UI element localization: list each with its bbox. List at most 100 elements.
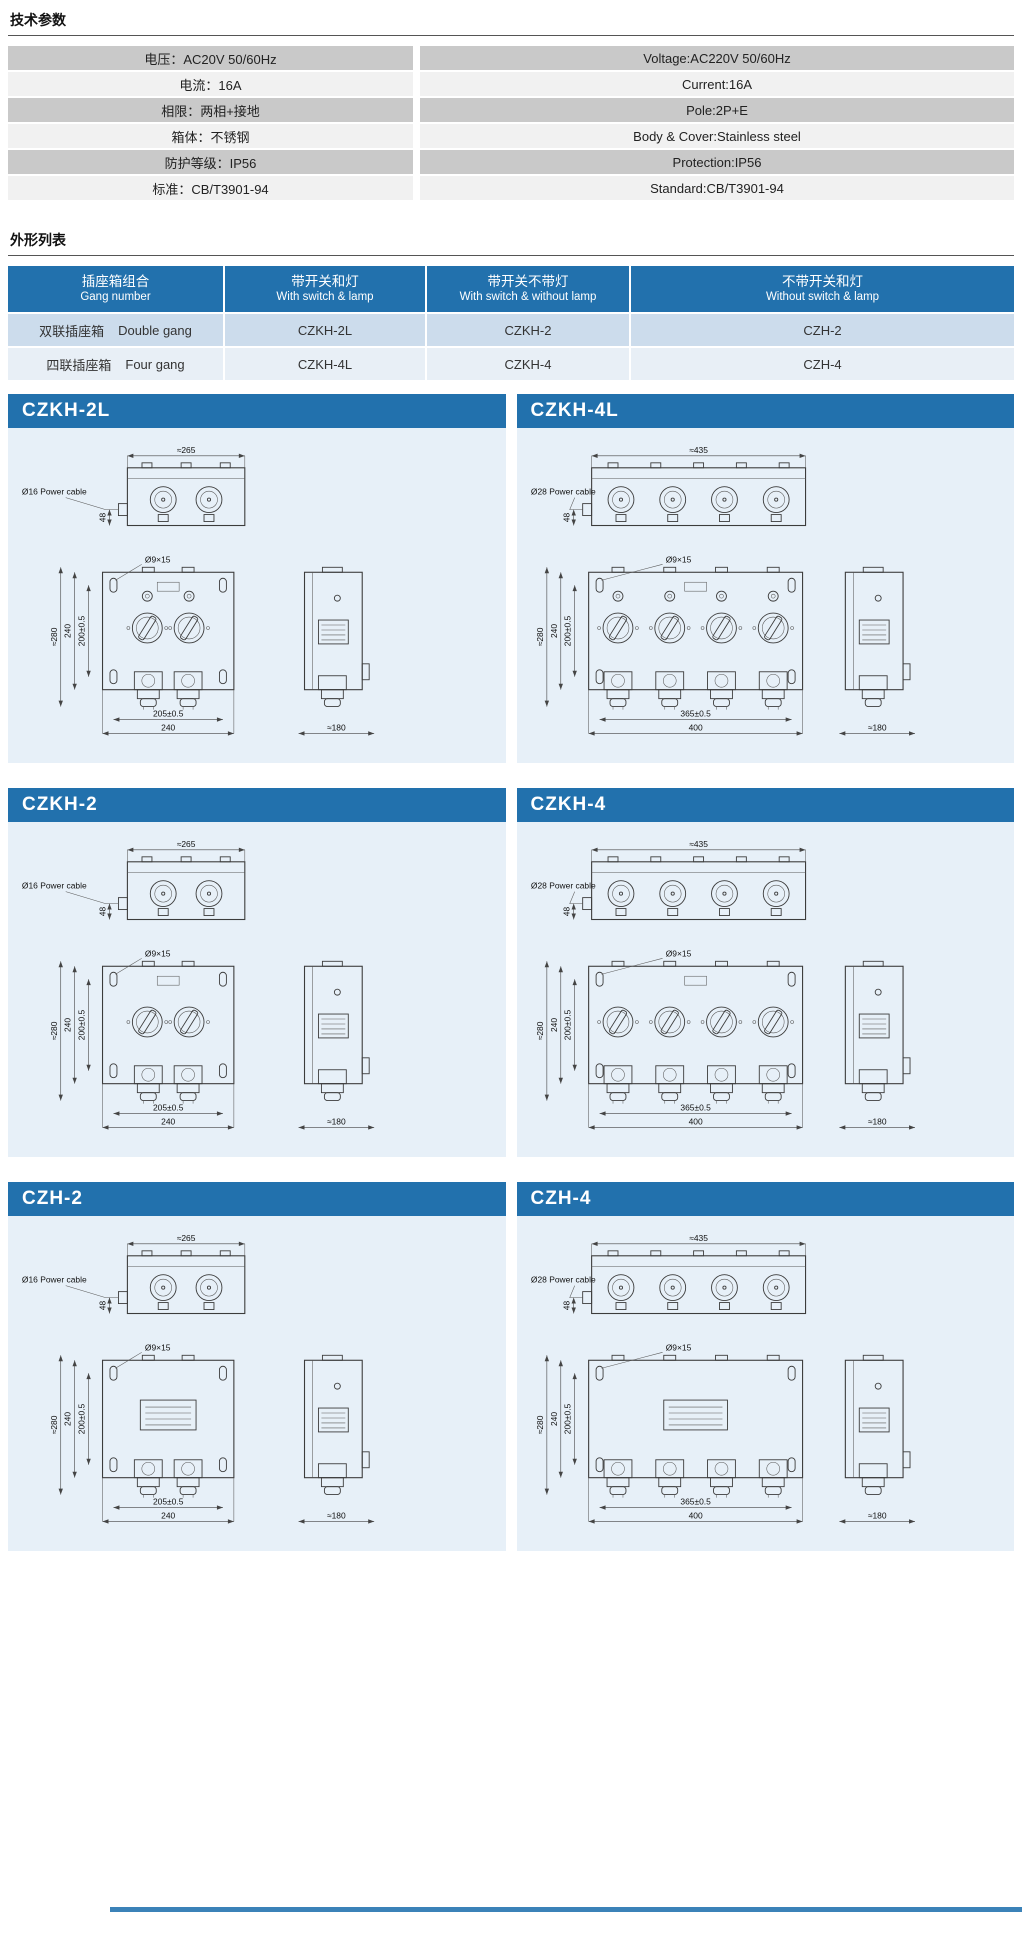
svg-text:≈280: ≈280 — [49, 627, 59, 646]
svg-text:≈180: ≈180 — [867, 722, 886, 732]
header-cn: 不带开关和灯 — [782, 273, 863, 289]
svg-text:48: 48 — [98, 1301, 108, 1311]
model-row-name: 四联插座箱 Four gang — [8, 348, 223, 380]
svg-text:240: 240 — [161, 1116, 175, 1126]
catalog-page: 技术参数 电压：AC20V 50/60Hz Voltage:AC220V 50/… — [8, 8, 1015, 1551]
tech-param-en: Standard:CB/T3901-94 — [420, 176, 1014, 200]
svg-text:200±0.5: 200±0.5 — [77, 1403, 87, 1434]
svg-text:48: 48 — [98, 513, 108, 523]
svg-text:≈280: ≈280 — [534, 1415, 544, 1434]
svg-text:240: 240 — [161, 722, 175, 732]
svg-text:≈280: ≈280 — [49, 1021, 59, 1040]
panel-title: CZKH-4L — [516, 394, 1014, 428]
holes-label: Ø9×15 — [665, 1342, 691, 1352]
svg-text:≈265: ≈265 — [177, 839, 196, 849]
svg-text:≈180: ≈180 — [327, 722, 346, 732]
holes-label: Ø9×15 — [145, 554, 171, 564]
drawing-svg: Ø28 Power cable≈43548Ø9×15200±0.5240≈280… — [530, 445, 915, 736]
svg-text:≈265: ≈265 — [177, 1233, 196, 1243]
model-header-gang: 插座箱组合 Gang number — [8, 266, 223, 312]
model-cell: CZKH-2 — [427, 314, 629, 346]
header-en: Without switch & lamp — [765, 291, 880, 304]
panel-title: CZKH-2 — [8, 788, 506, 822]
top-view: Ø16 Power cable ≈265 48 — [22, 1233, 246, 1315]
svg-text:365±0.5: 365±0.5 — [680, 709, 711, 719]
svg-text:200±0.5: 200±0.5 — [77, 615, 87, 646]
side-view: ≈180 — [838, 1354, 915, 1524]
svg-text:≈280: ≈280 — [49, 1415, 59, 1434]
svg-text:48: 48 — [98, 907, 108, 917]
cable-label: Ø28 Power cable — [530, 881, 595, 891]
model-cell: CZH-2 — [631, 314, 1014, 346]
header-cn: 插座箱组合 — [81, 273, 150, 289]
svg-text:400: 400 — [688, 1116, 702, 1126]
tech-param-cn: 箱体：不锈钢 — [8, 124, 413, 148]
tech-param-cn: 标准：CB/T3901-94 — [8, 176, 413, 200]
drawing-svg: Ø16 Power cable≈26548Ø9×15200±0.5240≈280… — [22, 839, 375, 1130]
svg-text:365±0.5: 365±0.5 — [680, 1103, 711, 1113]
svg-text:400: 400 — [688, 1510, 702, 1520]
footer-accent-bar — [110, 1907, 1022, 1912]
svg-text:≈435: ≈435 — [689, 839, 708, 849]
svg-text:48: 48 — [561, 1301, 571, 1311]
side-view: ≈180 — [298, 566, 375, 736]
tech-param-en: Body & Cover:Stainless steel — [420, 124, 1014, 148]
panel-title: CZH-2 — [8, 1182, 506, 1216]
tech-param-cn: 电流：16A — [8, 72, 413, 96]
cable-label: Ø16 Power cable — [22, 881, 87, 891]
svg-text:≈265: ≈265 — [177, 445, 196, 455]
svg-text:≈180: ≈180 — [867, 1510, 886, 1520]
cable-label: Ø16 Power cable — [22, 487, 87, 497]
drawing-svg: Ø28 Power cable≈43548Ø9×15200±0.5240≈280… — [530, 1233, 915, 1524]
header-cn: 带开关不带灯 — [487, 273, 569, 289]
section-title-tech-params: 技术参数 — [8, 8, 1014, 36]
svg-text:≈280: ≈280 — [534, 1021, 544, 1040]
side-view: ≈180 — [838, 566, 915, 736]
svg-text:200±0.5: 200±0.5 — [562, 1009, 572, 1040]
svg-text:48: 48 — [561, 907, 571, 917]
model-table: 插座箱组合 Gang number 带开关和灯 With switch & la… — [8, 266, 1014, 380]
side-view: ≈180 — [838, 960, 915, 1130]
holes-label: Ø9×15 — [665, 948, 691, 958]
cable-label: Ø16 Power cable — [22, 1275, 87, 1285]
svg-text:205±0.5: 205±0.5 — [153, 1497, 184, 1507]
svg-text:≈180: ≈180 — [867, 1116, 886, 1126]
top-view: Ø16 Power cable ≈265 48 — [22, 839, 246, 921]
svg-text:205±0.5: 205±0.5 — [153, 709, 184, 719]
model-header-switch-no-lamp: 带开关不带灯 With switch & without lamp — [427, 266, 629, 312]
svg-text:240: 240 — [548, 624, 558, 638]
section-title-text: 技术参数 — [10, 12, 66, 28]
svg-text:365±0.5: 365±0.5 — [680, 1497, 711, 1507]
tech-param-cn: 电压：AC20V 50/60Hz — [8, 46, 413, 70]
row-name-cn: 双联插座箱 — [39, 323, 105, 339]
tech-param-en: Protection:IP56 — [420, 150, 1014, 174]
front-view: Ø9×15 200±0.5 240 ≈280 365±0.5 400 — [534, 948, 803, 1130]
model-header-switch-lamp: 带开关和灯 With switch & lamp — [225, 266, 425, 312]
tech-param-cn: 相限：两相+接地 — [8, 98, 413, 122]
svg-text:≈435: ≈435 — [689, 1233, 708, 1243]
header-en: With switch & without lamp — [459, 291, 597, 304]
svg-text:240: 240 — [548, 1018, 558, 1032]
tech-param-en: Voltage:AC220V 50/60Hz — [420, 46, 1014, 70]
tech-param-en: Pole:2P+E — [420, 98, 1014, 122]
svg-text:48: 48 — [561, 513, 571, 523]
row-name-en: Double gang — [118, 322, 192, 338]
svg-text:≈435: ≈435 — [689, 445, 708, 455]
header-en: Gang number — [80, 291, 151, 304]
svg-text:400: 400 — [688, 722, 702, 732]
panel-title: CZH-4 — [516, 1182, 1014, 1216]
